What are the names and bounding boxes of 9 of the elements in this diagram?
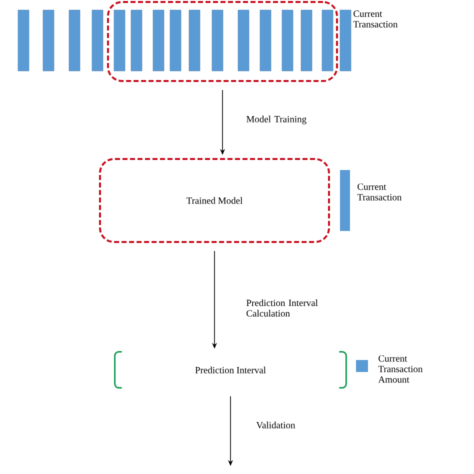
edge-label: Prediction Interval Calculation (246, 299, 318, 317)
bracket-interval: Prediction Interval (114, 351, 347, 389)
selection-window (107, 1, 338, 82)
label: Current Transaction (353, 10, 398, 28)
label: Current Transaction (357, 184, 402, 200)
edge-label: Validation (256, 422, 296, 428)
model-box: Trained Model (99, 158, 330, 243)
label: Current Transaction Amount (378, 355, 423, 383)
edge-label: Model Training (246, 116, 306, 124)
